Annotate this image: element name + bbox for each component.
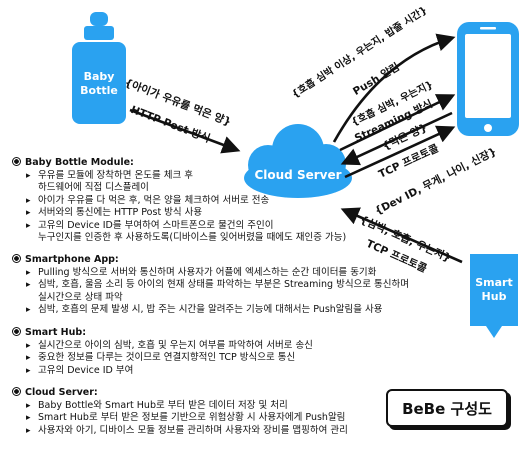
section-title: Cloud Server:: [12, 387, 348, 400]
connection-arrows: [129, 33, 463, 264]
push-arrow: [332, 33, 456, 143]
section-smart-hub: Smart Hub: 실시간으로 아이의 심박, 호흡 및 우는지 여부를 파악…: [12, 327, 313, 377]
tcp-to-cloud-arrow: [340, 111, 453, 166]
hub-to-cloud-arrow: [340, 207, 463, 264]
list-item: 심박, 호흡의 문제 발생 시, 밥 주는 시간을 알려주는 기능에 대해서는 …: [26, 304, 409, 317]
list-item: 사용자와 아기, 디바이스 모듈 정보를 관리하며 사용자와 장비를 맵핑하여 …: [26, 425, 348, 438]
section-title: Smartphone App:: [12, 254, 409, 267]
bullet-icon: [12, 157, 21, 166]
list-item: 고유의 Device ID를 부여하여 스마트폰으로 물건의 주인이누구인지를 …: [26, 220, 346, 245]
smartphone-node: [457, 22, 519, 136]
list-item: 아이가 우유를 다 먹은 후, 먹은 양을 체크하여 서버로 전송: [26, 195, 346, 208]
smart-hub-node: [470, 254, 518, 338]
smart-hub-label: Smart Hub: [475, 276, 513, 303]
section-title: Baby Bottle Module:: [12, 157, 346, 170]
list-item: Baby Bottle와 Smart Hub로 부터 받은 데이터 저장 및 처…: [26, 400, 348, 413]
baby-bottle-node: [72, 12, 126, 124]
baby-bottle-label: Baby Bottle: [80, 70, 118, 97]
list-item: 실시간으로 아이의 심박, 호흡 및 우는지 여부를 파악하여 서버로 송신: [26, 340, 313, 353]
list-item: Smart Hub로 부터 받은 정보를 기반으로 위험상황 시 사용자에게 P…: [26, 412, 348, 425]
bullet-icon: [12, 327, 21, 336]
section-cloud-server: Cloud Server: Baby Bottle와 Smart Hub로 부터…: [12, 387, 348, 437]
bottle-to-cloud-arrow: [129, 108, 241, 154]
bullet-icon: [12, 387, 21, 396]
bullet-icon: [12, 254, 21, 263]
diagram-title: BeBe 구성도: [386, 389, 508, 427]
section-smartphone-app: Smartphone App: Pulling 방식으로 서버와 통신하며 사용…: [12, 254, 409, 317]
dev-to-phone-arrow: [344, 125, 456, 179]
list-item: Pulling 방식으로 서버와 통신하며 사용자가 어플에 엑세스하는 순간 …: [26, 267, 409, 280]
streaming-arrow: [339, 94, 456, 152]
list-item: 고유의 Device ID 부여: [26, 365, 313, 378]
list-item: 중요한 정보를 다루는 것이므로 연결지향적인 TCP 방식으로 통신: [26, 352, 313, 365]
list-item: 심박, 호흡, 울음 소리 등 아이의 현재 상태를 파악하는 부분은 Stre…: [26, 279, 409, 304]
section-title: Smart Hub:: [12, 327, 313, 340]
list-item: 서버와의 통신에는 HTTP Post 방식 사용: [26, 207, 346, 220]
section-baby-bottle: Baby Bottle Module: 우유를 모듈에 장착하면 온도를 체크 …: [12, 157, 346, 245]
